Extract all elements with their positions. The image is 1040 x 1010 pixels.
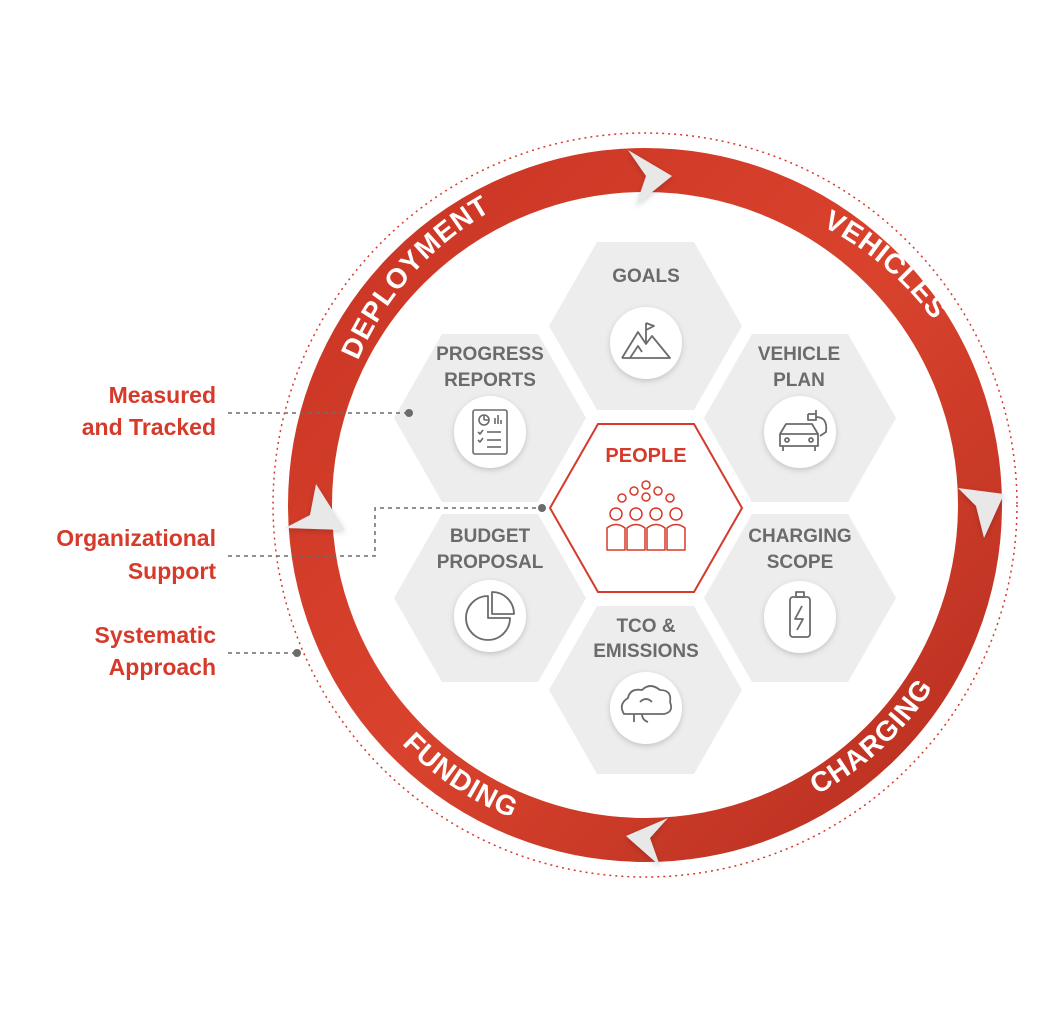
electric-car-icon: [764, 396, 836, 468]
hex-budget-line1: BUDGET: [450, 526, 531, 547]
ring-label-vehicles: VEHICLES: [819, 204, 954, 325]
callout-line-organizational: [228, 504, 546, 557]
callout-organizational-line2: Support: [128, 558, 216, 584]
callout-systematic-line1: Systematic: [95, 622, 217, 648]
battery-icon: [764, 581, 836, 653]
hex-vehicle-plan-line1: VEHICLE: [758, 344, 840, 365]
callout-organizational-line1: Organizational: [56, 525, 216, 551]
ring-arrow-right: [958, 488, 1004, 538]
hex-people: [548, 423, 744, 593]
callout-line-measured: [228, 409, 413, 417]
hex-tco-line1: TCO &: [616, 616, 675, 637]
callout-measured-line2: and Tracked: [82, 414, 216, 440]
emissions-cloud-icon: [610, 672, 682, 744]
mountain-flag-icon: [610, 307, 682, 379]
hex-vehicle-plan-line2: PLAN: [773, 370, 825, 391]
ring-arrow-bottom: [626, 818, 668, 866]
pie-chart-icon: [454, 580, 526, 652]
hex-budget-line2: PROPOSAL: [437, 552, 544, 573]
ring-arrow-left: [285, 484, 345, 530]
ring-arrow-top: [628, 150, 672, 205]
hex-progress-line2: REPORTS: [444, 370, 536, 391]
hex-charging-scope-line2: SCOPE: [767, 552, 834, 573]
hex-people-label: PEOPLE: [605, 445, 686, 467]
outer-dotted-ring: [272, 132, 1018, 878]
hex-goals-label: GOALS: [612, 266, 680, 287]
callout-line-systematic: [228, 649, 301, 657]
people-group-icon: [606, 480, 686, 551]
hex-charging-scope-line1: CHARGING: [748, 526, 851, 547]
hex-tco-line2: EMISSIONS: [593, 641, 699, 662]
callout-measured-line1: Measured: [109, 382, 216, 408]
callout-systematic-line2: Approach: [109, 654, 216, 680]
hex-progress-line1: PROGRESS: [436, 344, 544, 365]
report-document-icon: [454, 396, 526, 468]
